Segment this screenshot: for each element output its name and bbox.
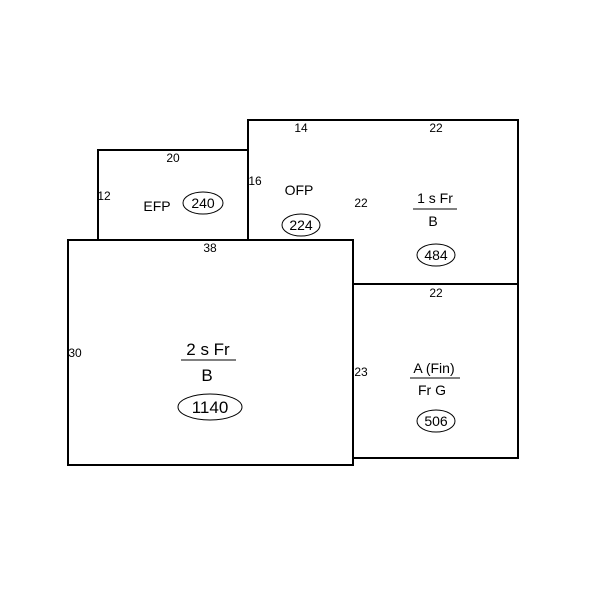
garage-area-oval [416, 409, 456, 433]
two-story-dim-left: 30 [68, 346, 82, 360]
ofp-area: 224 [289, 217, 313, 233]
two-story-dim-top: 38 [203, 241, 217, 255]
efp-outline [97, 149, 248, 240]
efp-dim-top: 20 [166, 151, 180, 165]
section-garage: 22 23 A (Fin) Fr G 506 [353, 283, 519, 459]
garage-outline [353, 283, 519, 459]
section-one-story: 22 22 1 s Fr B 484 [353, 119, 519, 285]
two-story-label-top: 2 s Fr [186, 340, 230, 359]
ofp-label: OFP [285, 182, 314, 198]
garage-dim-top: 22 [429, 286, 443, 300]
section-efp: 20 12 EFP 240 [97, 149, 248, 240]
efp-area: 240 [191, 195, 215, 211]
garage-dim-left: 23 [354, 365, 368, 379]
one-story-dim-top: 22 [429, 121, 443, 135]
garage-label-bottom: Fr G [418, 382, 446, 398]
one-story-area: 484 [424, 247, 448, 263]
garage-label-top: A (Fin) [413, 360, 454, 376]
section-two-story: 38 30 2 s Fr B 1140 [67, 239, 354, 466]
section-ofp: 14 16 OFP 224 [247, 119, 353, 240]
efp-dim-left: 12 [97, 189, 111, 203]
two-story-label-bottom: B [201, 366, 212, 385]
ofp-area-oval [281, 213, 321, 237]
garage-area: 506 [424, 413, 448, 429]
one-story-label-bottom: B [428, 213, 437, 229]
ofp-dim-left: 16 [248, 174, 262, 188]
two-story-area: 1140 [192, 398, 229, 417]
one-story-dim-left: 22 [354, 196, 368, 210]
efp-area-oval [182, 191, 224, 215]
efp-label: EFP [143, 198, 170, 214]
ofp-outline [247, 119, 353, 240]
one-story-area-oval [416, 243, 456, 267]
two-story-area-oval [177, 393, 243, 421]
two-story-outline [67, 239, 354, 466]
one-story-label-top: 1 s Fr [417, 190, 453, 206]
ofp-dim-top: 14 [294, 121, 308, 135]
